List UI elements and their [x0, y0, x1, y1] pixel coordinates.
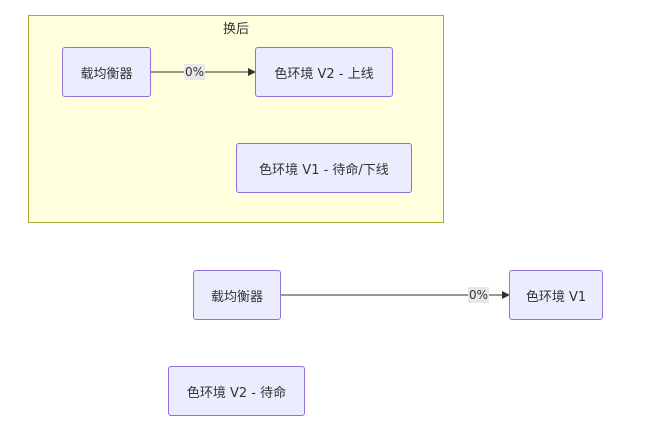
- node-load-balancer-after: 载均衡器: [62, 47, 151, 97]
- edge-label-before: 0%: [468, 287, 490, 303]
- node-load-balancer-before: 载均衡器: [193, 270, 281, 320]
- node-env-v1-standby: 色环境 V1 - 待命/下线: [236, 143, 412, 193]
- cluster-title: 换后: [222, 22, 249, 37]
- node-env-v2-standby: 色环境 V2 - 待命: [168, 366, 305, 416]
- edge-label-after: 0%: [184, 64, 206, 80]
- node-env-v2-online: 色环境 V2 - 上线: [255, 47, 393, 97]
- node-env-v1: 色环境 V1: [509, 270, 603, 320]
